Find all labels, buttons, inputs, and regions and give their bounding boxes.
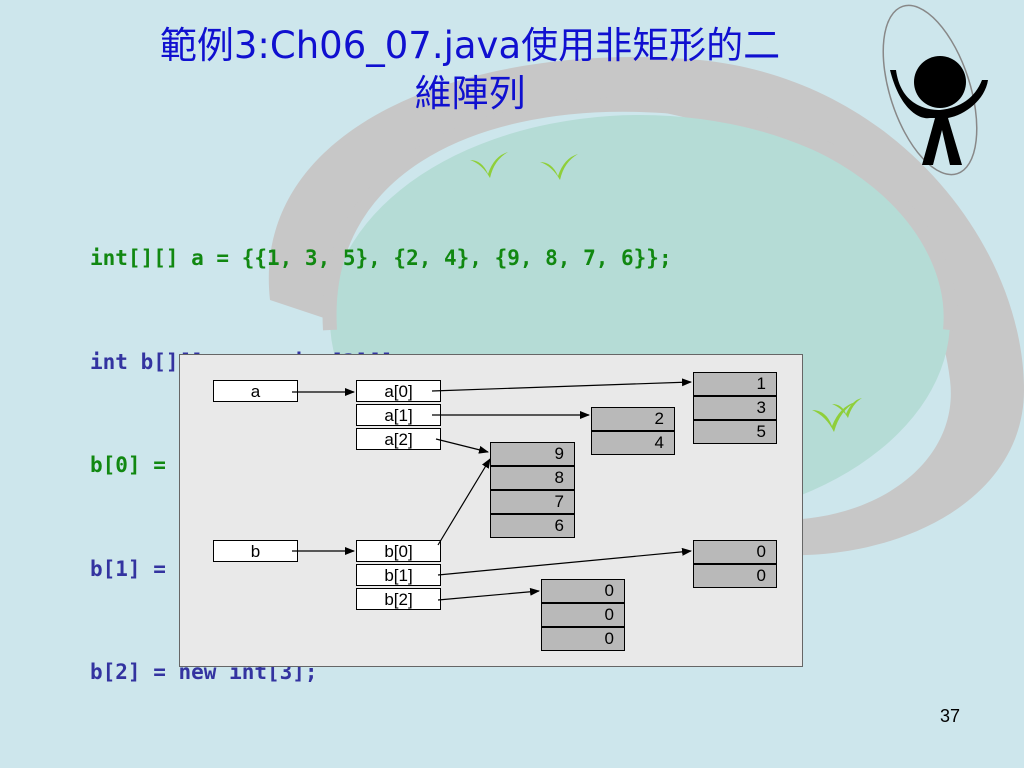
leaf-sprig-icon <box>470 152 862 432</box>
array-value-cell: 3 <box>693 396 777 420</box>
a-ref-cell: a[1] <box>356 404 441 426</box>
title-line-1: 範例3:Ch06_07.java使用非矩形的二 <box>159 24 781 67</box>
a-ref-cell: a[2] <box>356 428 441 450</box>
b-ref-cell: b[1] <box>356 564 441 586</box>
a-ref-cell: a[0] <box>356 380 441 402</box>
juggler-logo-icon <box>882 4 988 176</box>
array-value-cell: 0 <box>541 579 625 603</box>
array-value-cell: 9 <box>490 442 575 466</box>
array-diagram-panel: a b a[0] a[1] a[2] b[0] b[1] b[2] 1 3 5 … <box>179 354 803 667</box>
array-value-cell: 8 <box>490 466 575 490</box>
array-value-cell: 5 <box>693 420 777 444</box>
code-line: int[][] a = {{1, 3, 5}, {2, 4}, {9, 8, 7… <box>90 246 672 270</box>
page-number: 37 <box>939 706 961 726</box>
variable-a-box: a <box>213 380 298 402</box>
green-oval-rim <box>322 97 958 331</box>
array-value-cell: 0 <box>541 627 625 651</box>
variable-b-box: b <box>213 540 298 562</box>
arrow-b0 <box>437 458 491 546</box>
b-ref-cell: b[2] <box>356 588 441 610</box>
array-value-cell: 0 <box>693 540 777 564</box>
arrow-a2 <box>435 438 489 454</box>
arrow-b1 <box>437 547 692 576</box>
title-line-2: 維陣列 <box>414 72 526 115</box>
array-value-cell: 7 <box>490 490 575 514</box>
arrow-b2 <box>437 587 540 601</box>
array-value-cell: 2 <box>591 407 675 431</box>
array-value-cell: 0 <box>541 603 625 627</box>
slide-title: 範例3:Ch06_07.java使用非矩形的二 維陣列 <box>40 22 900 118</box>
array-value-cell: 6 <box>490 514 575 538</box>
array-value-cell: 4 <box>591 431 675 455</box>
array-value-cell: 0 <box>693 564 777 588</box>
arrow-a0 <box>431 378 692 392</box>
b-ref-cell: b[0] <box>356 540 441 562</box>
array-value-cell: 1 <box>693 372 777 396</box>
